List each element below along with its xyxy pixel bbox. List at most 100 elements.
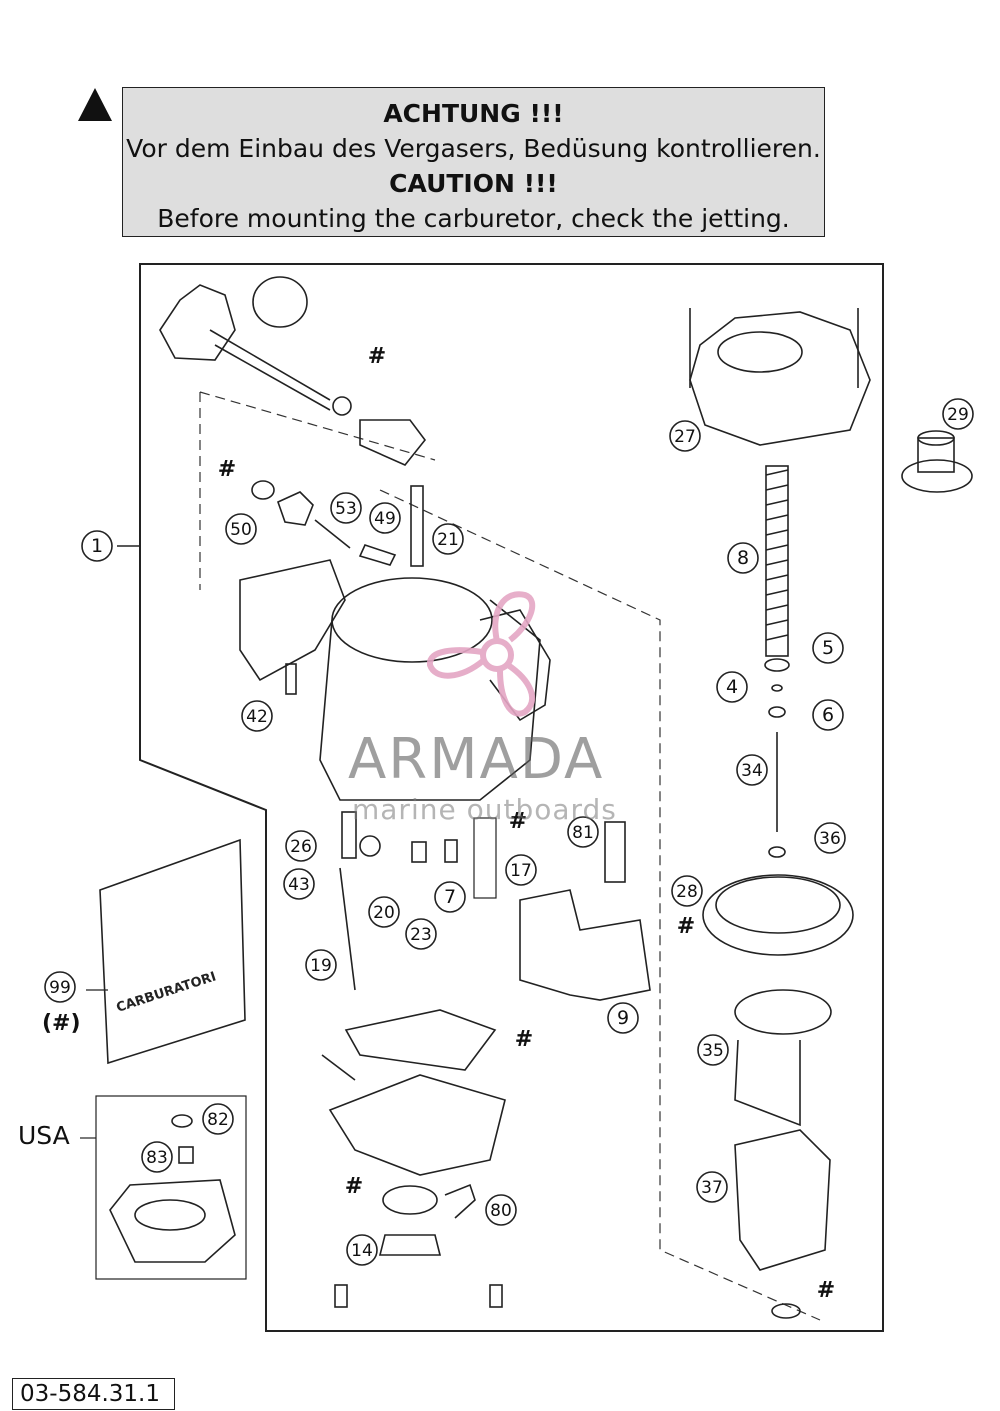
callout-circle (369, 502, 401, 534)
callout-circle (736, 754, 768, 786)
callout-number: 9 (617, 1007, 629, 1029)
callout-number: 23 (410, 925, 432, 945)
hash-mark: # (218, 457, 236, 482)
warning-title-en: CAUTION !!! (389, 169, 558, 198)
callout-number: 43 (288, 875, 310, 895)
callout-82: 82 (202, 1103, 234, 1135)
callout-19: 19 (305, 949, 337, 981)
callout-23: 23 (405, 918, 437, 950)
callout-4: 4 (716, 671, 748, 703)
callout-circle (283, 868, 315, 900)
hash-mark: # (515, 1027, 533, 1052)
warning-text-en: Before mounting the carburetor, check th… (157, 204, 790, 233)
callout-circle (432, 523, 464, 555)
callout-number: 7 (444, 886, 456, 908)
callout-number: 14 (351, 1241, 373, 1261)
warning-box: ACHTUNG !!! Vor dem Einbau des Vergasers… (122, 87, 825, 237)
kit-note: (#) (42, 1011, 81, 1036)
callout-43: 43 (283, 868, 315, 900)
callout-circle (812, 699, 844, 731)
watermark-brand: ARMADA (348, 727, 605, 792)
callout-number: 29 (947, 405, 969, 425)
callout-circle (285, 830, 317, 862)
callout-number: 26 (290, 837, 312, 857)
usa-kit-box (95, 1095, 247, 1280)
callout-35: 35 (697, 1034, 729, 1066)
callout-circle (368, 896, 400, 928)
callout-number: 37 (701, 1178, 723, 1198)
usa-label: USA (18, 1121, 70, 1150)
callout-14: 14 (346, 1234, 378, 1266)
assembly-frame (139, 263, 884, 1332)
callout-circle (812, 632, 844, 664)
callout-circle (697, 1034, 729, 1066)
kit-bag-text: CARBURATORI (115, 969, 218, 1015)
callout-number: 34 (741, 761, 763, 781)
callout-number: 42 (246, 707, 268, 727)
warning-title-de: ACHTUNG !!! (383, 99, 564, 128)
callout-6: 6 (812, 699, 844, 731)
callout-circle (505, 854, 537, 886)
callout-circle (141, 1141, 173, 1173)
callout-20: 20 (368, 896, 400, 928)
callout-circle (346, 1234, 378, 1266)
warning-triangle-icon (78, 88, 112, 121)
callout-layer: 1456789141719202123262728293435363742434… (44, 398, 974, 1266)
callout-circle (81, 530, 113, 562)
callout-26: 26 (285, 830, 317, 862)
callout-circle (434, 881, 466, 913)
callout-circle (225, 513, 257, 545)
callout-number: 49 (374, 509, 396, 529)
callout-81: 81 (567, 816, 599, 848)
callout-circle (44, 971, 76, 1003)
callout-number: 21 (437, 530, 459, 550)
callout-8: 8 (727, 542, 759, 574)
callout-number: 17 (510, 861, 532, 881)
callout-37: 37 (696, 1171, 728, 1203)
callout-number: 35 (702, 1041, 724, 1061)
callout-21: 21 (432, 523, 464, 555)
callout-circle (241, 700, 273, 732)
callout-1: 1 (81, 530, 113, 562)
callout-number: 5 (822, 637, 834, 659)
callout-53: 53 (330, 492, 362, 524)
callout-circle (485, 1194, 517, 1226)
callout-number: 82 (207, 1110, 229, 1130)
carburettor-group-outline (199, 391, 821, 1321)
callout-number: 20 (373, 903, 395, 923)
hash-mark: # (677, 914, 695, 939)
callout-50: 50 (225, 513, 257, 545)
callout-number: 28 (676, 882, 698, 902)
callout-7: 7 (434, 881, 466, 913)
callout-27: 27 (669, 420, 701, 452)
hash-mark: # (368, 344, 386, 369)
callout-number: 53 (335, 499, 357, 519)
callout-number: 50 (230, 520, 252, 540)
callout-36: 36 (814, 822, 846, 854)
callout-83: 83 (141, 1141, 173, 1173)
hash-mark: # (345, 1174, 363, 1199)
callout-34: 34 (736, 754, 768, 786)
callout-circle (405, 918, 437, 950)
watermark-tagline: marine outboards (352, 793, 617, 826)
callout-circle (567, 816, 599, 848)
callout-number: 6 (822, 704, 834, 726)
hash-mark: # (817, 1278, 835, 1303)
callout-49: 49 (369, 502, 401, 534)
callout-number: 27 (674, 427, 696, 447)
callout-circle (696, 1171, 728, 1203)
callout-number: 4 (726, 676, 738, 698)
callout-number: 36 (819, 829, 841, 849)
callout-number: 19 (310, 956, 332, 976)
callout-5: 5 (812, 632, 844, 664)
callout-circle (305, 949, 337, 981)
callout-circle (669, 420, 701, 452)
callout-number: 83 (146, 1148, 168, 1168)
callout-9: 9 (607, 1002, 639, 1034)
callout-28: 28 (671, 875, 703, 907)
watermark-propeller-icon (427, 591, 536, 717)
callout-number: 99 (49, 978, 71, 998)
callout-17: 17 (505, 854, 537, 886)
callout-42: 42 (241, 700, 273, 732)
